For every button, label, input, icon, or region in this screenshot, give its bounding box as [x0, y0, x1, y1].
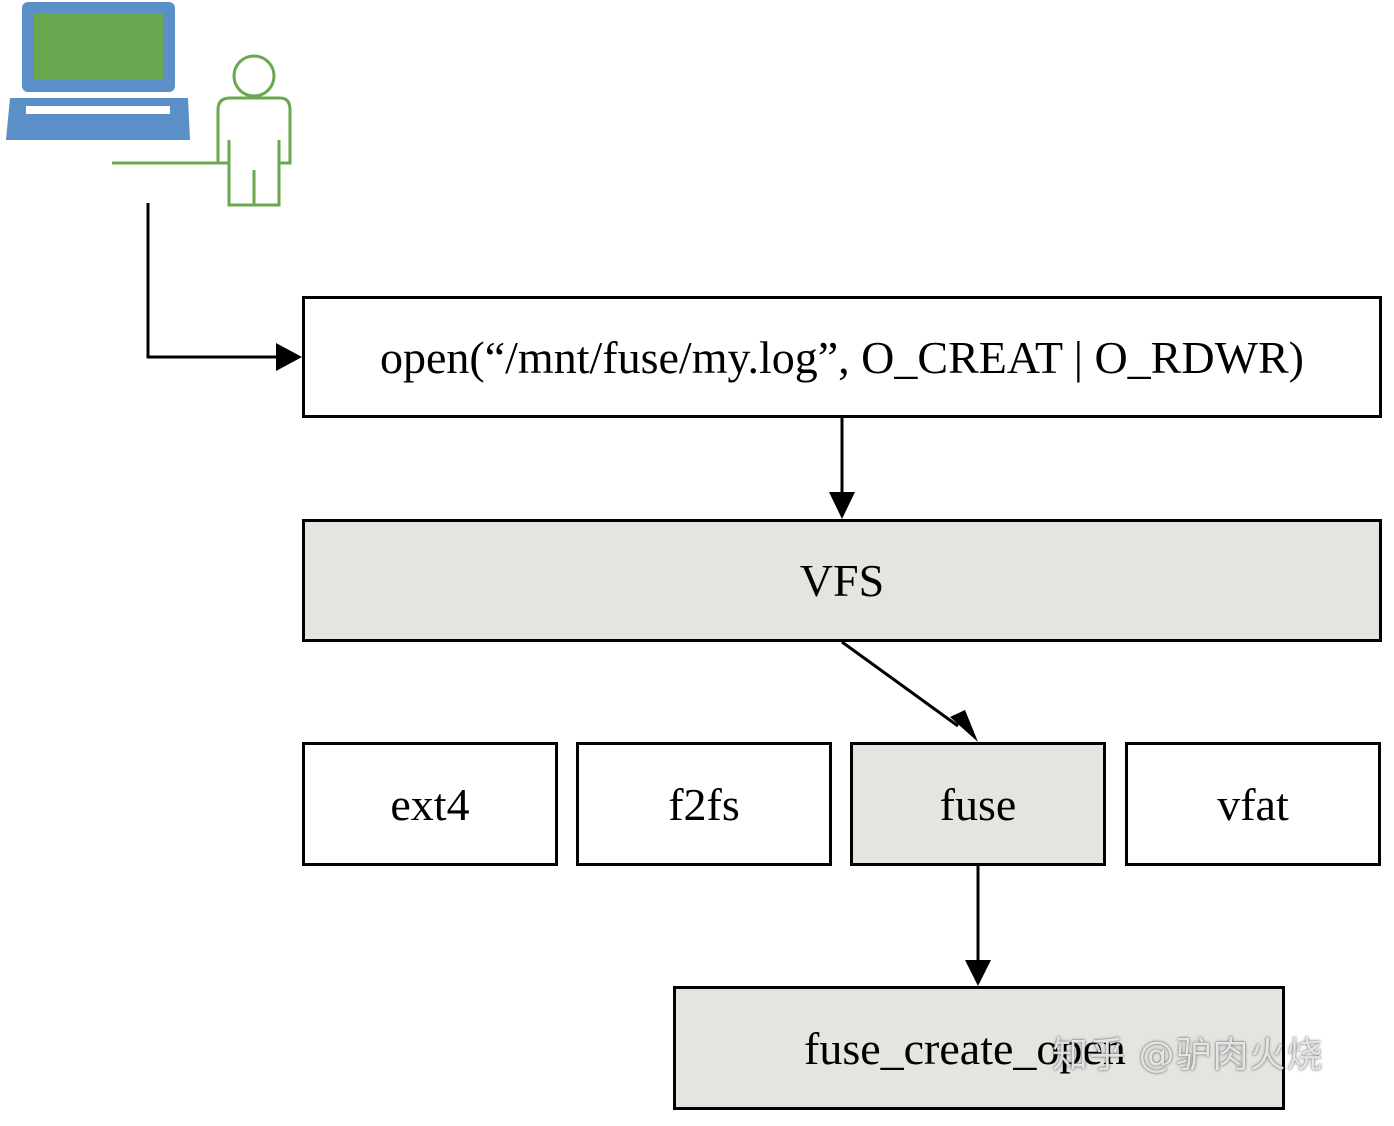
user-icon — [112, 54, 292, 207]
filesystem-label: ext4 — [390, 778, 470, 830]
handler-box: fuse_create_open — [673, 986, 1285, 1110]
handler-label: fuse_create_open — [804, 1022, 1126, 1074]
laptop-icon — [6, 2, 190, 140]
filesystem-label: fuse — [939, 778, 1017, 830]
arrow-fuse-to-handler — [965, 866, 991, 986]
filesystem-box-ext4: ext4 — [302, 742, 558, 866]
filesystem-box-vfat: vfat — [1125, 742, 1381, 866]
arrow-vfs-to-fuse — [841, 640, 978, 742]
watermark: 知乎 @驴肉火烧 — [1052, 1035, 1324, 1076]
vfs-box: VFS — [302, 519, 1382, 642]
user-laptop-illustration — [6, 2, 292, 207]
arrow-syscall-to-vfs — [829, 418, 855, 519]
syscall-label: open(“/mnt/fuse/my.log”, O_CREAT | O_RDW… — [380, 331, 1304, 383]
filesystem-box-f2fs: f2fs — [576, 742, 832, 866]
vfs-label: VFS — [799, 555, 885, 606]
arrow-user-to-syscall — [146, 203, 302, 371]
syscall-box: open(“/mnt/fuse/my.log”, O_CREAT | O_RDW… — [302, 296, 1382, 418]
filesystem-label: f2fs — [668, 778, 740, 830]
filesystem-label: vfat — [1217, 778, 1289, 830]
filesystem-box-fuse: fuse — [850, 742, 1106, 866]
